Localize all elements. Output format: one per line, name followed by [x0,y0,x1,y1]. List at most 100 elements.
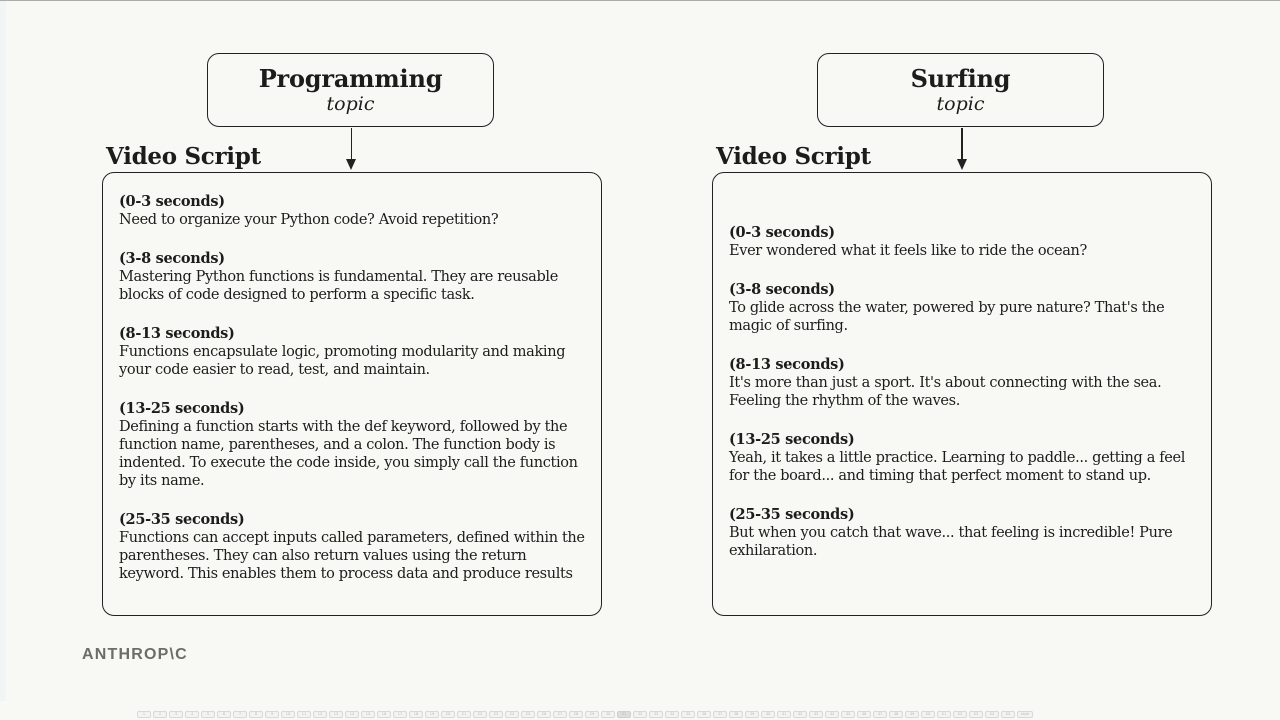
script-content: (0-3 seconds) Ever wondered what it feel… [729,224,1199,581]
page-button-39[interactable]: 39 [745,711,759,718]
script-segment: (13-25 seconds) Defining a function star… [119,400,589,490]
page-button-46[interactable]: 46 [857,711,871,718]
page-button-36[interactable]: 36 [697,711,711,718]
page-button-53[interactable]: 53 [969,711,983,718]
script-segment: (25-35 seconds) But when you catch that … [729,506,1199,560]
segment-text: But when you catch that wave... that fee… [729,525,1173,559]
page-button-18[interactable]: 18 [409,711,423,718]
page-button-14[interactable]: 14 [345,711,359,718]
page-button-26[interactable]: 26 [537,711,551,718]
page-button-47[interactable]: 47 [873,711,887,718]
page-button-28[interactable]: 28 [569,711,583,718]
page-button-19[interactable]: 19 [425,711,439,718]
page-button-41[interactable]: 41 [777,711,791,718]
page-button-4[interactable]: 4 [185,711,199,718]
page-button-style[interactable]: style [1017,711,1033,718]
page-button-27[interactable]: 27 [553,711,567,718]
page-button-22[interactable]: 22 [473,711,487,718]
script-content: (0-3 seconds) Need to organize your Pyth… [119,193,589,604]
window-top-border [0,0,1280,1]
arrow-down-icon [346,159,356,170]
topic-title: Surfing [910,64,1011,93]
segment-text: Functions can accept inputs called param… [119,530,585,582]
page-button-24[interactable]: 24 [505,711,519,718]
page-button-12[interactable]: 12 [313,711,327,718]
page-button-55[interactable]: 55 [1001,711,1015,718]
page-button-1[interactable]: 1 [137,711,151,718]
page-button-11[interactable]: 11 [297,711,311,718]
segment-time: (8-13 seconds) [729,356,845,373]
page-button-50[interactable]: 50 [921,711,935,718]
page-button-40[interactable]: 40 [761,711,775,718]
segment-time: (3-8 seconds) [729,281,835,298]
page-button-29[interactable]: 29 [585,711,599,718]
page-button-49[interactable]: 49 [905,711,919,718]
topic-box-surfing: Surfing topic [817,53,1104,127]
page-button-2[interactable]: 2 [153,711,167,718]
page-button-23[interactable]: 23 [489,711,503,718]
arrow-down-icon [956,159,967,170]
segment-text: To glide across the water, powered by pu… [729,300,1165,334]
page-button-6[interactable]: 6 [217,711,231,718]
topic-box-programming: Programming topic [207,53,494,127]
page-button-45[interactable]: 45 [841,711,855,718]
segment-time: (13-25 seconds) [119,400,245,417]
script-segment: (3-8 seconds) Mastering Python functions… [119,250,589,304]
script-segment: (8-13 seconds) It's more than just a spo… [729,356,1199,410]
page-button-25[interactable]: 25 [521,711,535,718]
page-button-10[interactable]: 10 [281,711,295,718]
page-button-42[interactable]: 42 [793,711,807,718]
page-button-48[interactable]: 48 [889,711,903,718]
script-box-programming: (0-3 seconds) Need to organize your Pyth… [102,172,602,616]
page-button-54[interactable]: 54 [985,711,999,718]
page-button-5[interactable]: 5 [201,711,215,718]
page-button-34[interactable]: 34 [665,711,679,718]
page-button-15[interactable]: 15 [361,711,375,718]
segment-time: (3-8 seconds) [119,250,225,267]
page-button-33[interactable]: 33 [649,711,663,718]
script-segment: (13-25 seconds) Yeah, it takes a little … [729,431,1199,485]
segment-text: It's more than just a sport. It's about … [729,375,1162,409]
page-button-20[interactable]: 20 [441,711,455,718]
page-button-13[interactable]: 13 [329,711,343,718]
page-button-21[interactable]: 21 [457,711,471,718]
window-left-edge [0,1,6,701]
page-button-30[interactable]: 30 [601,711,615,718]
page-button-51[interactable]: 51 [937,711,951,718]
page-button-35[interactable]: 35 [681,711,695,718]
page-button-38[interactable]: 38 [729,711,743,718]
topic-label: topic [936,93,985,115]
anthropic-logo: ANTHROP\C [82,646,188,663]
segment-text: Mastering Python functions is fundamenta… [119,269,558,303]
arrow-connector [350,128,352,160]
page-button-8[interactable]: 8 [249,711,263,718]
script-box-surfing: (0-3 seconds) Ever wondered what it feel… [712,172,1212,616]
section-title: Video Script [716,143,871,170]
page-button-17[interactable]: 17 [393,711,407,718]
segment-time: (25-35 seconds) [119,511,245,528]
script-segment: (0-3 seconds) Ever wondered what it feel… [729,224,1199,260]
script-segment: (8-13 seconds) Functions encapsulate log… [119,325,589,379]
section-title: Video Script [106,143,261,170]
page-button-44[interactable]: 44 [825,711,839,718]
topic-title: Programming [258,64,443,93]
page-button-37[interactable]: 37 [713,711,727,718]
page-button-43[interactable]: 43 [809,711,823,718]
page-button-9[interactable]: 9 [265,711,279,718]
script-segment: (3-8 seconds) To glide across the water,… [729,281,1199,335]
segment-time: (0-3 seconds) [729,224,835,241]
segment-time: (25-35 seconds) [729,506,855,523]
segment-time: (0-3 seconds) [119,193,225,210]
page-button-32[interactable]: 32 [633,711,647,718]
script-segment: (0-3 seconds) Need to organize your Pyth… [119,193,589,229]
page-button-31[interactable]: 31 [617,711,631,718]
page-button-52[interactable]: 52 [953,711,967,718]
page-button-7[interactable]: 7 [233,711,247,718]
page-button-3[interactable]: 3 [169,711,183,718]
segment-text: Yeah, it takes a little practice. Learni… [729,450,1186,484]
page-button-16[interactable]: 16 [377,711,391,718]
arrow-connector [961,128,963,160]
segment-time: (8-13 seconds) [119,325,235,342]
script-segment: (25-35 seconds) Functions can accept inp… [119,511,589,583]
